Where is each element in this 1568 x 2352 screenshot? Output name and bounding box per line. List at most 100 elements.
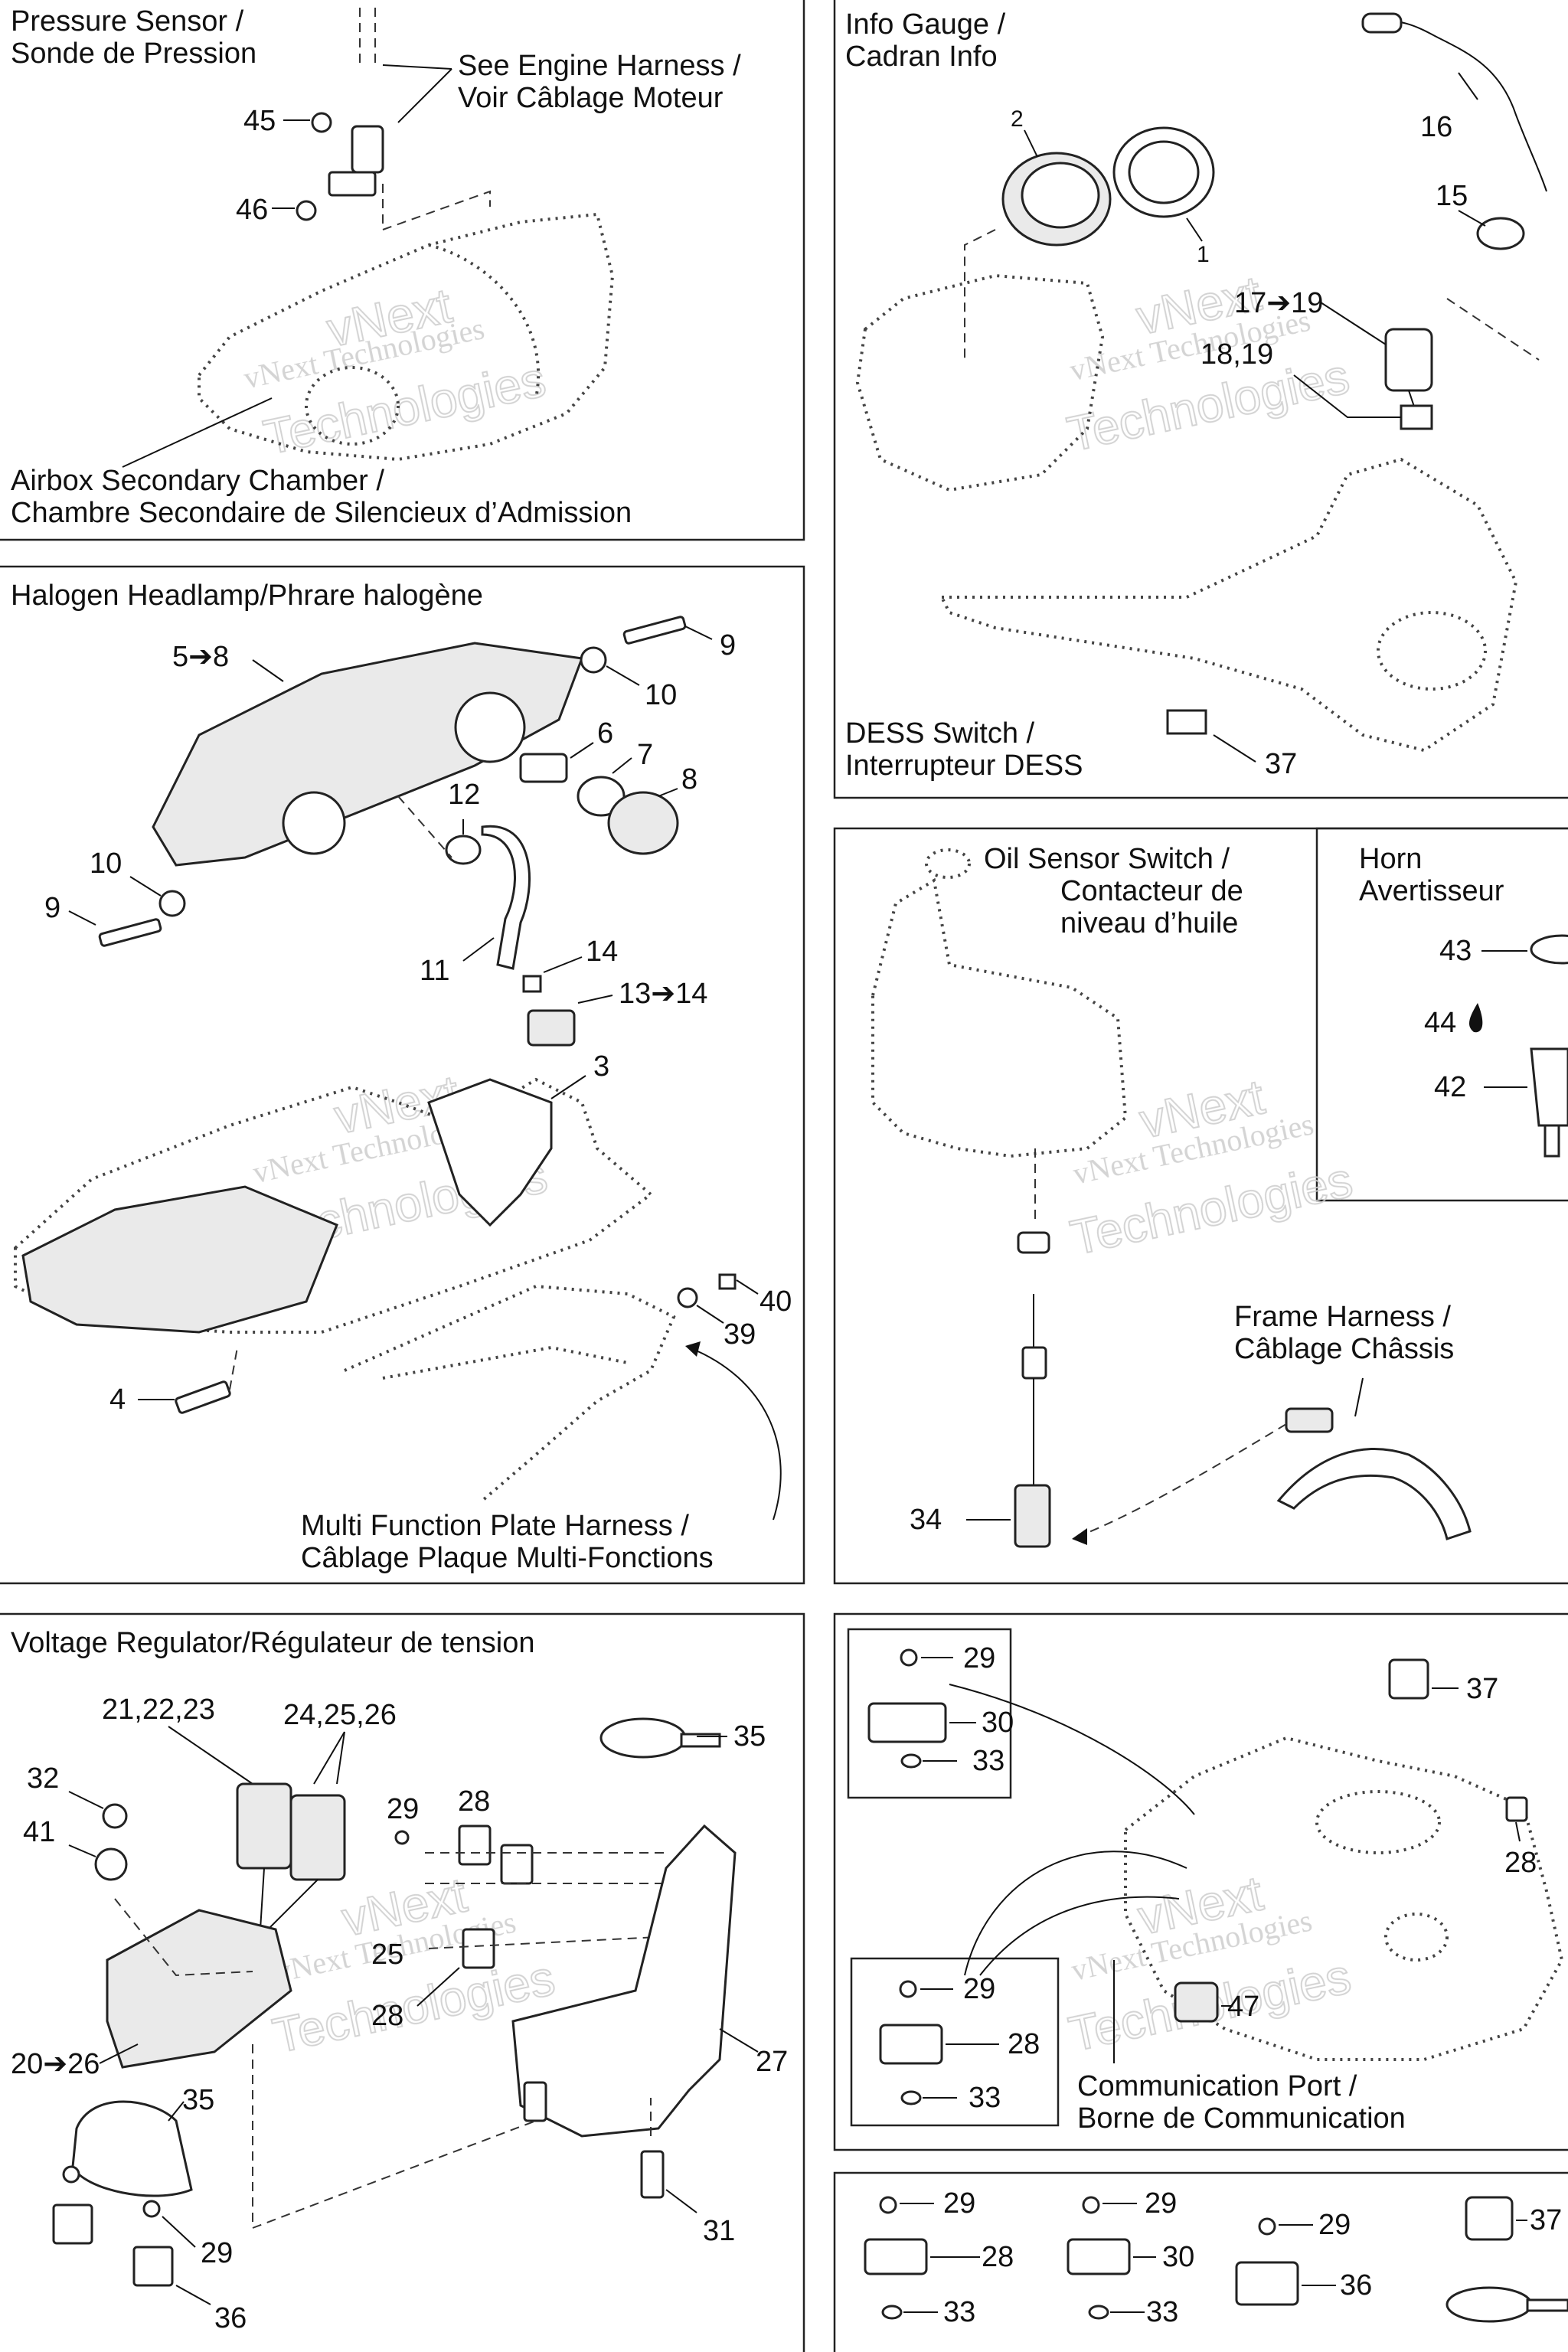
callout-36: 36 — [214, 2302, 247, 2334]
callout-46: 46 — [236, 194, 268, 226]
callout-31: 31 — [703, 2215, 735, 2247]
callout-37-comm: 37 — [1466, 1673, 1498, 1705]
callout-30-clip: 30 — [1162, 2241, 1194, 2273]
gauge-position-line — [964, 229, 996, 360]
airbox-opening — [305, 366, 400, 446]
washer-41 — [94, 1847, 128, 1881]
bulb-14 — [522, 975, 542, 993]
callout-30: 30 — [982, 1707, 1014, 1739]
dess-post — [1166, 709, 1207, 735]
clamp-28-right — [500, 1844, 534, 1885]
bracket-30-clip — [1067, 2238, 1131, 2275]
dess-nut — [1476, 217, 1525, 250]
callout-28-bottom: 28 — [371, 2000, 403, 2032]
gauge-bezel-inner — [1128, 140, 1200, 204]
inset-top-leader — [949, 1684, 1195, 1815]
callout-29-clip-3: 29 — [1318, 2209, 1351, 2241]
engine-detail — [1315, 1790, 1441, 1854]
tie-strap-clip — [1446, 2286, 1533, 2323]
callout-10-top: 10 — [645, 679, 677, 711]
bracket-30 — [867, 1702, 947, 1743]
callout-32: 32 — [27, 1762, 59, 1795]
horn-terminal — [1544, 1124, 1560, 1158]
tie-strap-35-bottom — [71, 2100, 193, 2197]
socket-13 — [527, 1009, 576, 1047]
headlamp-title: Halogen Headlamp/Phrare halogène — [11, 580, 483, 612]
clamp-lines — [425, 1852, 666, 1949]
panel-headlamp: Halogen Headlamp/Phrare halogène 5➔8 9 1… — [11, 580, 792, 1574]
dess-leader — [1446, 298, 1540, 361]
clip-28-inset — [879, 2024, 943, 2065]
airbox-label-fr: Chambre Secondaire de Silencieux d’Admis… — [11, 497, 632, 529]
clamp-28-comm — [1505, 1796, 1528, 1822]
frame-harness-cable — [1276, 1448, 1472, 1540]
oil-sensor-title-fr2: niveau d’huile — [1060, 907, 1238, 939]
console-outline — [855, 273, 1105, 492]
clip-36 — [132, 2246, 174, 2287]
clip-37-clip — [1465, 2196, 1514, 2241]
headlamp-bulb-right — [454, 691, 526, 763]
callout-9-top: 9 — [720, 629, 736, 662]
clamp-28-top — [458, 1824, 492, 1866]
screw-29-clip-2 — [1082, 2196, 1100, 2214]
callout-41: 41 — [23, 1816, 55, 1848]
info-gauge-title-fr: Cadran Info — [845, 41, 998, 73]
callout-4: 4 — [109, 1383, 126, 1416]
screw-29-bottom — [142, 2200, 161, 2218]
callout-9-left: 9 — [44, 892, 60, 924]
info-gauge-title: Info Gauge / — [845, 8, 1006, 41]
callout-2: 2 — [1011, 106, 1024, 132]
callout-35-top: 35 — [733, 1720, 766, 1753]
callout-44: 44 — [1424, 1007, 1456, 1039]
pressure-sensor-base — [328, 171, 377, 197]
voltage-regulator-part — [106, 1909, 292, 2069]
callout-34: 34 — [910, 1504, 942, 1536]
frame-tube-outline — [344, 1284, 676, 1502]
dess-switch-label: DESS Switch / — [845, 717, 1035, 750]
see-engine-harness-label-fr: Voir Câblage Moteur — [458, 82, 724, 114]
pressure-sensor-title-fr: Sonde de Pression — [11, 38, 256, 70]
clip-37 — [1388, 1658, 1429, 1700]
callout-1: 1 — [1197, 242, 1210, 267]
callout-33-top: 33 — [972, 1745, 1004, 1777]
callout-28-top: 28 — [458, 1785, 490, 1818]
tie-strap-tail-clip — [1526, 2298, 1568, 2312]
washer-33-clip-1 — [881, 2305, 903, 2320]
callout-29-clip-1: 29 — [943, 2187, 975, 2220]
callout-13-14: 13➔14 — [619, 978, 707, 1010]
callout-42: 42 — [1434, 1071, 1466, 1103]
callout-25: 25 — [371, 1939, 403, 1971]
callout-29-inset-top: 29 — [963, 1642, 995, 1674]
frame-harness-connector — [1285, 1407, 1334, 1433]
multi-function-label: Multi Function Plate Harness / — [301, 1510, 689, 1542]
horn-title: Horn — [1359, 843, 1422, 875]
screw-29-inset-bottom — [899, 1980, 917, 1998]
clip-28-clip — [864, 2238, 928, 2275]
hood-nose — [21, 1185, 338, 1334]
frame-inset-bottom — [850, 1957, 1060, 2127]
frame-harness-label: Frame Harness / — [1234, 1301, 1451, 1333]
horn-body-42 — [1530, 1047, 1568, 1127]
callout-40: 40 — [760, 1285, 792, 1318]
frame-clips — [833, 2171, 1568, 2352]
screw-29-bottom-left — [62, 2165, 80, 2184]
hose-outline — [359, 8, 376, 69]
dash-frame-cup — [1377, 611, 1487, 691]
bolt-9-left — [98, 918, 162, 947]
callout-7: 7 — [637, 739, 653, 771]
frame-harness-leader — [1354, 1377, 1364, 1417]
connector-24-26 — [289, 1794, 346, 1881]
panel-info-gauge: Info Gauge / Cadran Info 2 1 16 15 17➔19… — [845, 8, 1547, 782]
callout-12: 12 — [448, 779, 480, 811]
screw-29-clip-3 — [1258, 2217, 1276, 2236]
callout-36-clip: 36 — [1340, 2269, 1372, 2301]
callout-33-clip-2: 33 — [1146, 2296, 1178, 2328]
screw-45 — [311, 112, 332, 133]
horn-title-fr: Avertisseur — [1359, 875, 1504, 907]
communication-port-47 — [1174, 1981, 1219, 2023]
right-arrow-icon — [1072, 1528, 1087, 1545]
harness-arrow-line — [688, 1347, 782, 1521]
callout-29-bottom: 29 — [201, 2237, 233, 2269]
